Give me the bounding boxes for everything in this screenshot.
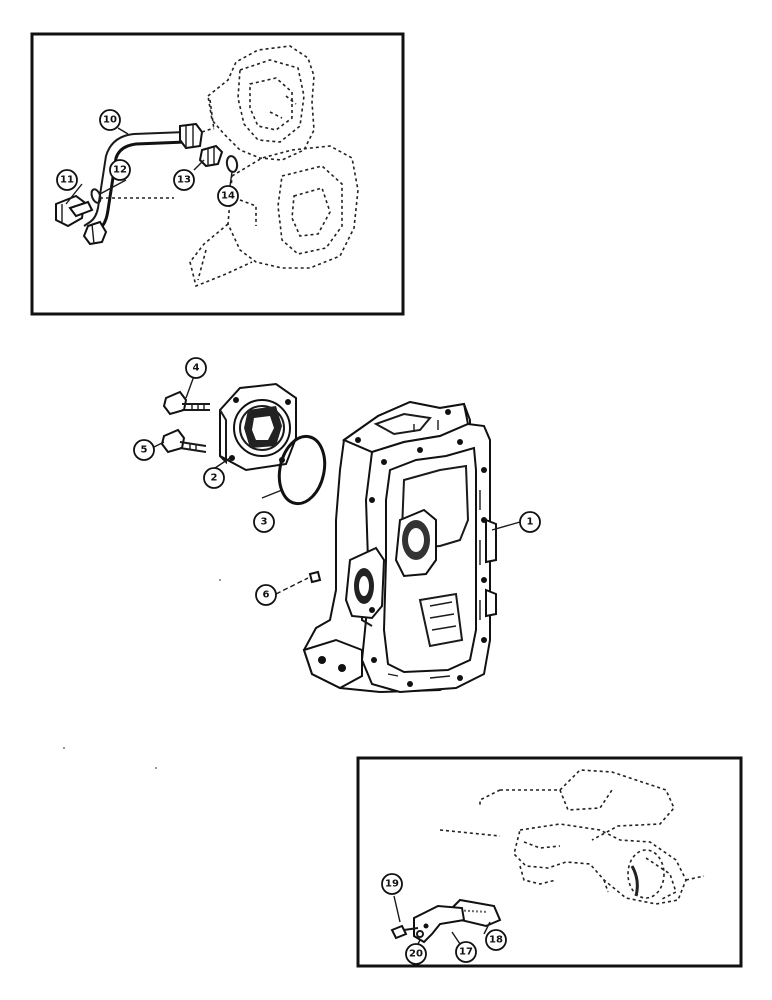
callout-19: 19	[381, 873, 403, 895]
cover-plate-18	[442, 898, 502, 928]
svg-text:2: 2	[211, 473, 218, 484]
inset-oil-line: 10 11 12 13 14	[30, 32, 405, 316]
callout-2: 2	[203, 467, 225, 489]
main-housing-assembly: 4 5 2 3 6 1	[133, 357, 541, 694]
callout-3: 3	[253, 511, 275, 533]
callout-11: 11	[56, 169, 78, 191]
svg-text:19: 19	[385, 879, 399, 890]
svg-text:12: 12	[113, 165, 127, 176]
inset-cover-plate: 19 20 17 18	[356, 756, 743, 968]
lock-washer	[416, 930, 424, 938]
plate-17	[413, 904, 466, 944]
dowel-pin	[308, 570, 322, 584]
callout-13: 13	[173, 169, 195, 191]
callout-12: 12	[109, 159, 131, 181]
cover-plate	[219, 382, 297, 472]
svg-text:3: 3	[261, 517, 268, 528]
callout-17: 17	[455, 941, 477, 963]
tube-upper-fitting	[179, 122, 204, 150]
callout-1: 1	[519, 511, 541, 533]
bolt-upper	[162, 390, 210, 416]
svg-text:13: 13	[177, 175, 191, 186]
o-ring-seal	[225, 155, 239, 173]
svg-text:14: 14	[221, 191, 235, 202]
svg-text:5: 5	[141, 445, 148, 456]
callout-6: 6	[255, 584, 277, 606]
upper-housing-outline	[207, 45, 315, 161]
svg-text:18: 18	[489, 935, 503, 946]
large-o-ring	[277, 434, 327, 506]
transmission-housing	[302, 400, 497, 694]
rear-housing-outline	[439, 769, 705, 905]
svg-text:10: 10	[103, 115, 117, 126]
callout-14: 14	[217, 185, 239, 207]
svg-text:6: 6	[263, 590, 270, 601]
svg-text:4: 4	[193, 363, 200, 374]
svg-text:17: 17	[459, 947, 473, 958]
tube-lower-fitting	[82, 220, 108, 246]
lower-housing-outline	[189, 145, 359, 288]
o-ring-small	[90, 188, 102, 204]
elbow-fitting	[55, 194, 94, 228]
callout-10: 10	[99, 109, 121, 131]
svg-text:1: 1	[527, 517, 534, 528]
callout-20: 20	[405, 943, 427, 965]
bolt-lower	[160, 428, 207, 454]
callout-5: 5	[133, 439, 155, 461]
small-bolt	[390, 924, 419, 940]
callout-18: 18	[485, 929, 507, 951]
svg-text:20: 20	[409, 949, 423, 960]
adapter-fitting	[198, 144, 224, 168]
callout-4: 4	[185, 357, 207, 379]
svg-text:11: 11	[60, 175, 74, 186]
